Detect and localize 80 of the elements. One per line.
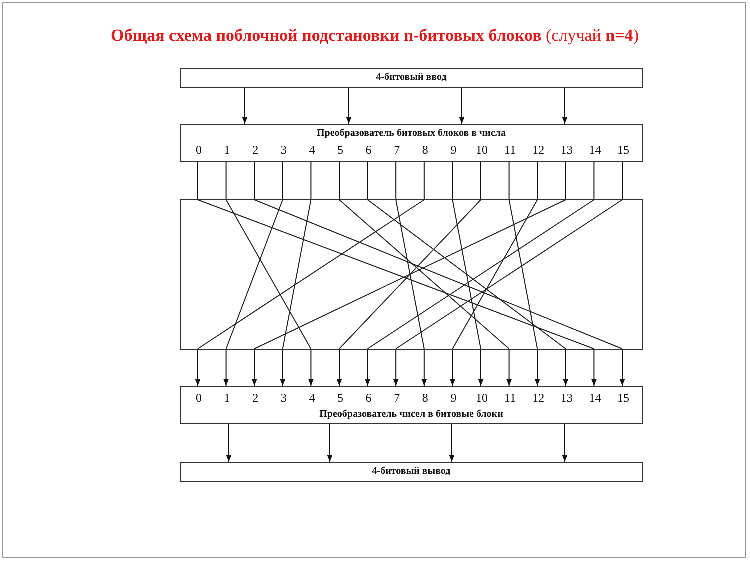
arrow <box>226 424 232 462</box>
arrow <box>563 350 569 386</box>
port-number: 3 <box>280 143 288 158</box>
arrow <box>346 88 352 124</box>
connector-line <box>226 162 227 200</box>
connector-line <box>339 162 340 200</box>
connector-line <box>452 162 454 200</box>
arrow <box>336 350 342 386</box>
port-number: 11 <box>504 391 518 406</box>
arrow <box>280 350 286 386</box>
connector-line <box>310 162 312 200</box>
arrow <box>242 88 248 124</box>
port-number: 9 <box>450 391 458 406</box>
connector-line <box>594 162 595 200</box>
connector-line <box>508 162 510 200</box>
arrow <box>534 350 540 386</box>
connector-line <box>565 162 566 200</box>
port-number: 13 <box>560 391 574 406</box>
arrow <box>450 350 456 386</box>
arrow <box>195 350 201 386</box>
arrow <box>224 350 230 386</box>
arrow <box>562 424 568 462</box>
port-number: 8 <box>421 143 430 158</box>
connector-line <box>367 162 368 200</box>
arrow <box>562 88 568 124</box>
box-title: 4-битовый ввод <box>375 72 448 83</box>
port-number: 3 <box>280 391 288 406</box>
port-number: 1 <box>223 391 232 406</box>
port-number: 2 <box>252 143 260 158</box>
arrow <box>506 350 512 386</box>
port-number: 0 <box>195 391 203 406</box>
port-number: 8 <box>421 391 430 406</box>
arrow <box>252 350 258 386</box>
port-number: 2 <box>252 391 260 406</box>
port-number: 5 <box>336 143 344 158</box>
port-number: 15 <box>616 391 630 406</box>
io-box <box>180 462 643 482</box>
port-number: 14 <box>588 391 602 406</box>
port-number: 1 <box>223 143 232 158</box>
arrow <box>327 424 333 462</box>
port-number: 12 <box>532 143 546 158</box>
port-number: 5 <box>336 391 344 406</box>
connector-line <box>480 162 482 200</box>
port-number: 6 <box>364 143 373 158</box>
port-number: 7 <box>393 143 402 158</box>
port-number: 11 <box>504 143 518 158</box>
connector-line <box>396 162 397 200</box>
arrow <box>393 350 399 386</box>
converter-box <box>180 386 643 424</box>
port-number: 7 <box>393 391 402 406</box>
arrow <box>308 350 314 386</box>
port-number: 4 <box>308 391 316 406</box>
box-title: Преобразователь чисел в битовые блоки <box>318 409 504 420</box>
port-number: 10 <box>475 143 489 158</box>
connector-line <box>424 162 425 200</box>
port-number: 15 <box>616 143 630 158</box>
diagram-title: Общая схема поблочной подстановки n-битовых блоков (случай n=4) <box>110 26 640 46</box>
port-number: 10 <box>475 391 489 406</box>
arrow <box>620 350 626 386</box>
port-number: 13 <box>560 143 574 158</box>
connector-line <box>282 162 284 200</box>
box-title: Преобразователь битовых блоков в числа <box>316 128 507 139</box>
port-number: 6 <box>364 391 373 406</box>
arrow <box>459 88 465 124</box>
io-box <box>180 68 643 88</box>
arrow <box>422 350 428 386</box>
port-number: 9 <box>450 143 458 158</box>
arrow <box>365 350 371 386</box>
converter-box <box>180 124 643 162</box>
connector-line <box>537 162 538 200</box>
arrow <box>591 350 597 386</box>
box-title: 4-битовый вывод <box>371 466 452 477</box>
port-number: 0 <box>195 143 203 158</box>
arrow <box>478 350 484 386</box>
connector-line <box>254 162 256 200</box>
port-number: 12 <box>532 391 546 406</box>
port-number: 14 <box>588 143 602 158</box>
connector-line <box>622 162 623 200</box>
port-number: 4 <box>308 143 316 158</box>
arrow <box>449 424 455 462</box>
